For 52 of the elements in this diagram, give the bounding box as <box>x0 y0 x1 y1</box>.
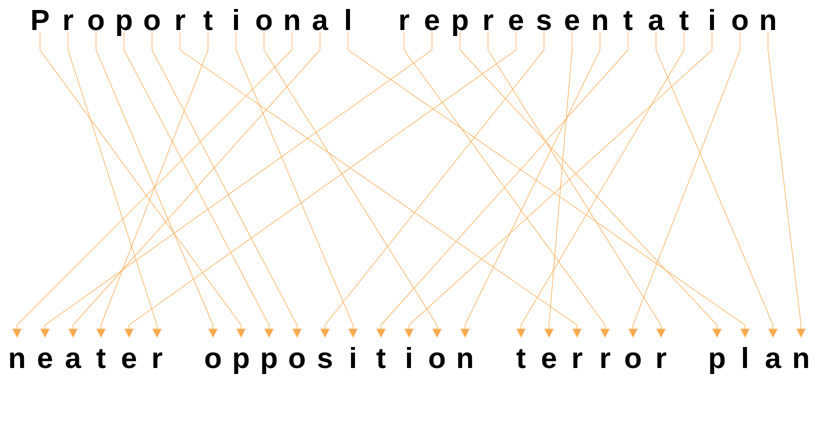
letter: r <box>484 14 494 30</box>
letter: p <box>234 352 249 374</box>
letter: i <box>407 346 411 368</box>
letter: n <box>10 352 24 368</box>
letter: o <box>625 352 641 368</box>
letter: n <box>458 352 472 368</box>
letter: o <box>88 14 104 30</box>
letter: a <box>648 14 664 30</box>
letter: e <box>542 352 556 368</box>
letter: t <box>96 349 106 368</box>
letter: e <box>122 352 136 368</box>
letter: r <box>64 14 74 30</box>
letter: a <box>766 352 782 368</box>
letter: e <box>565 14 580 30</box>
letter: e <box>509 14 524 30</box>
letter: p <box>710 352 725 374</box>
letter: o <box>732 14 748 30</box>
letter: i <box>351 346 355 368</box>
letter: i <box>234 8 238 30</box>
letter: e <box>38 352 52 368</box>
letter: e <box>425 14 440 30</box>
letter: l <box>346 8 350 30</box>
letter: r <box>601 352 610 368</box>
letter: p <box>117 14 132 36</box>
letter: t <box>516 349 526 368</box>
letter: n <box>794 352 808 368</box>
letter: n <box>593 14 608 30</box>
letter: n <box>761 14 776 30</box>
letter: r <box>573 352 582 368</box>
letter: P <box>32 10 49 30</box>
letter: o <box>429 352 445 368</box>
letter: o <box>256 14 272 30</box>
letter: n <box>285 14 300 30</box>
letter: r <box>657 352 666 368</box>
letter: o <box>205 352 221 368</box>
letter: s <box>536 14 551 30</box>
letter: r <box>153 352 162 368</box>
letter: t <box>204 11 212 30</box>
letter: r <box>400 14 410 30</box>
letter: p <box>262 352 277 374</box>
letter: a <box>312 14 328 30</box>
letter: a <box>66 352 82 368</box>
letter: t <box>376 349 386 368</box>
letter: t <box>680 11 688 30</box>
letter: o <box>144 14 160 30</box>
letter: o <box>289 352 305 368</box>
letter: i <box>710 8 714 30</box>
letter: s <box>318 352 332 368</box>
letter: l <box>743 346 747 368</box>
letter: p <box>453 14 468 36</box>
letter: r <box>176 14 186 30</box>
letter: t <box>624 11 632 30</box>
